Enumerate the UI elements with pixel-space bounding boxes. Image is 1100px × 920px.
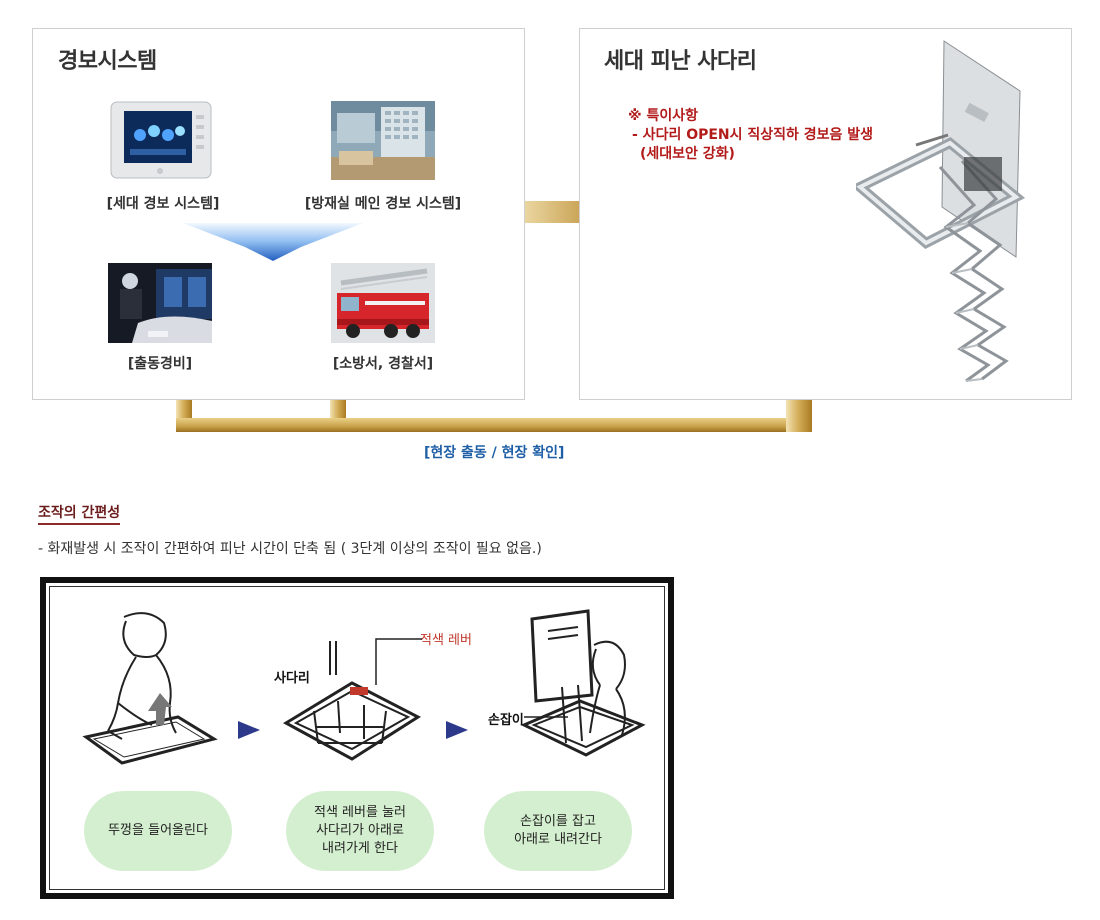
connector-horizontal bbox=[176, 418, 812, 432]
red-lever-leader-line bbox=[375, 638, 422, 685]
alarm-panel-title: 경보시스템 bbox=[58, 49, 157, 74]
step-arrow-1 bbox=[238, 721, 260, 739]
step3-bubble: 손잡이를 잡고 아래로 내려간다 bbox=[484, 791, 632, 871]
ladder-hatch-image bbox=[856, 40, 1026, 383]
handle-label: 손잡이 bbox=[488, 713, 524, 728]
caption-home-alarm: [세대 경보 시스템] bbox=[106, 196, 220, 212]
step2-bubble: 적색 레버를 눌러 사다리가 아래로 내려가게 한다 bbox=[286, 791, 434, 871]
step2-press-lever-drawing bbox=[282, 641, 422, 761]
ease-section-title: 조작의 간편성 bbox=[38, 502, 121, 525]
fire-truck-image bbox=[331, 263, 435, 343]
onsite-dispatch-label: [현장 출동 / 현장 확인] bbox=[424, 445, 565, 461]
step3-descend-drawing bbox=[520, 609, 646, 757]
operation-steps-frame: 뚜껑을 들어올린다 사다리 적색 레버 적 bbox=[40, 577, 674, 899]
caption-fire-police: [소방서, 경찰서] bbox=[332, 356, 434, 372]
alarm-system-panel: 경보시스템 [세대 경보 시스템] bbox=[32, 28, 525, 400]
special-notes-line: - 사다리 OPEN시 직상직하 경보음 발생 bbox=[632, 127, 874, 143]
operation-steps-canvas: 뚜껑을 들어올린다 사다리 적색 레버 적 bbox=[46, 583, 668, 893]
ladder-panel-title: 세대 피난 사다리 bbox=[604, 49, 757, 74]
special-notes-line: (세대보안 강화) bbox=[640, 146, 735, 162]
caption-control-room: [방재실 메인 경보 시스템] bbox=[304, 196, 462, 212]
evacuation-ladder-panel: 세대 피난 사다리 ※ 특이사항 - 사다리 OPEN시 직상직하 경보음 발생… bbox=[579, 28, 1072, 400]
red-lever-label: 적색 레버 bbox=[420, 633, 472, 648]
step1-bubble: 뚜껑을 들어올린다 bbox=[84, 791, 232, 871]
handle-leader-line bbox=[524, 716, 568, 718]
special-notes: ※ 특이사항 - 사다리 OPEN시 직상직하 경보음 발생 (세대보안 강화) bbox=[628, 107, 873, 164]
special-notes-heading: ※ 특이사항 bbox=[628, 108, 699, 124]
step1-lift-lid-drawing bbox=[82, 612, 218, 765]
security-dispatch-image bbox=[108, 263, 212, 343]
funnel-down-arrow bbox=[183, 223, 363, 261]
caption-security-dispatch: [출동경비] bbox=[127, 356, 193, 372]
control-room-image bbox=[331, 101, 435, 180]
ease-section-description: - 화재발생 시 조작이 간편하여 피난 시간이 단축 됨 ( 3단계 이상의 … bbox=[38, 541, 542, 557]
ladder-label: 사다리 bbox=[274, 671, 310, 686]
home-alarm-device-image bbox=[110, 101, 212, 179]
step-arrow-2 bbox=[446, 721, 468, 739]
